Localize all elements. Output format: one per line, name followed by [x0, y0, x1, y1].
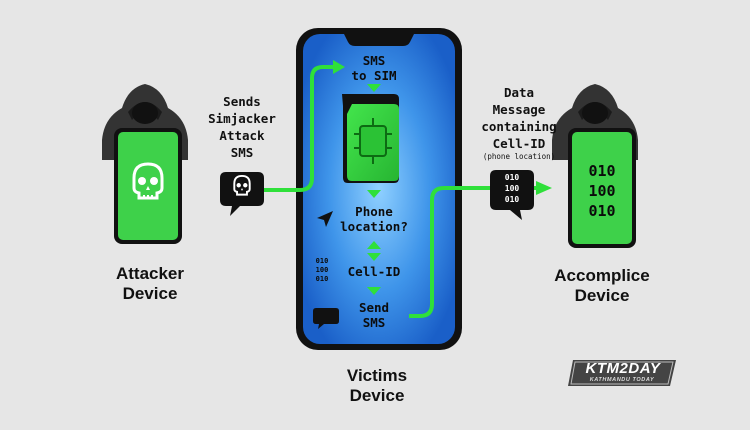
- cell-binary-line: 100: [315, 266, 329, 274]
- send-sms-line: Send: [358, 300, 390, 315]
- victim-label-line2: Device: [349, 386, 405, 405]
- accomplice-binary-line: 010: [588, 162, 616, 180]
- sim-card-icon: [342, 94, 399, 183]
- cell-binary-line: 010: [315, 275, 329, 283]
- location-arrow-icon: [317, 211, 333, 227]
- accomplice-device-label: Accomplice Device: [536, 266, 668, 306]
- phone-location-text: Phone location?: [330, 204, 418, 234]
- down-arrow-3: [367, 253, 381, 261]
- send-sms-line: SMS: [362, 315, 386, 330]
- chat-icon: [313, 308, 339, 329]
- sms-to-sim-line: SMS: [362, 53, 386, 68]
- phone-location-line: Phone: [355, 204, 393, 219]
- ktm2day-logo: [568, 360, 676, 386]
- down-arrow-2: [367, 190, 381, 198]
- logo-sub-text: KATHMANDU TODAY: [589, 377, 655, 383]
- down-arrow-4: [367, 287, 381, 295]
- attacker-device-label: Attacker Device: [90, 264, 210, 304]
- attacker-label-line1: Attacker: [115, 264, 185, 283]
- cell-binary: 010 100 010: [308, 257, 336, 284]
- sms-to-sim-line: to SIM: [351, 68, 397, 83]
- left-caption-line: Sends: [223, 94, 261, 109]
- right-caption-line: containing: [481, 119, 557, 134]
- right-caption-line: Data: [503, 85, 535, 100]
- right-caption-line: Message: [492, 102, 546, 117]
- left-caption-line: SMS: [230, 145, 254, 160]
- right-caption-note: (phone location): [482, 152, 556, 161]
- accomplice-label-line2: Device: [574, 286, 630, 305]
- accomplice-label-line1: Accomplice: [554, 266, 650, 285]
- send-sms-text: Send SMS: [340, 300, 408, 330]
- victim-device-label: Victims Device: [322, 366, 432, 406]
- attacker-label-line2: Device: [122, 284, 178, 303]
- victim-label-line1: Victims: [346, 366, 408, 385]
- arrowhead-to-accomplice: [536, 181, 552, 195]
- victim-phone: [296, 28, 462, 350]
- accomplice-binary: 010 100 010: [572, 161, 632, 221]
- cell-binary-line: 010: [315, 257, 329, 265]
- phone-location-line: location?: [340, 219, 408, 234]
- accomplice-binary-line: 010: [588, 202, 616, 220]
- right-caption-line: Cell-ID: [492, 136, 546, 151]
- logo-main-text: KTM2DAY: [585, 360, 661, 377]
- arrowhead-sms-to-sim: [333, 60, 345, 74]
- accomplice-device: [568, 128, 636, 248]
- bubble-binary-line: 100: [504, 184, 520, 193]
- bubble-binary-line: 010: [504, 173, 520, 182]
- data-message-bubble: [490, 170, 534, 220]
- skull-icon: [132, 162, 164, 200]
- up-arrow-3: [367, 241, 381, 249]
- left-caption-line: Attack: [219, 128, 265, 143]
- accomplice-binary-line: 100: [588, 182, 616, 200]
- left-caption: Sends Simjacker Attack SMS: [192, 93, 292, 161]
- bubble-binary-line: 010: [504, 195, 520, 204]
- down-arrow-1: [367, 84, 381, 92]
- bubble-skull-icon: [233, 174, 251, 196]
- flow-lines: [262, 65, 540, 318]
- cell-id-text: Cell-ID: [347, 264, 401, 279]
- sms-to-sim-text: SMS to SIM: [334, 53, 414, 83]
- bubble-binary: 010 100 010: [492, 172, 532, 205]
- left-caption-line: Simjacker: [208, 111, 276, 126]
- right-caption: Data Message containing Cell-ID (phone l…: [464, 84, 574, 161]
